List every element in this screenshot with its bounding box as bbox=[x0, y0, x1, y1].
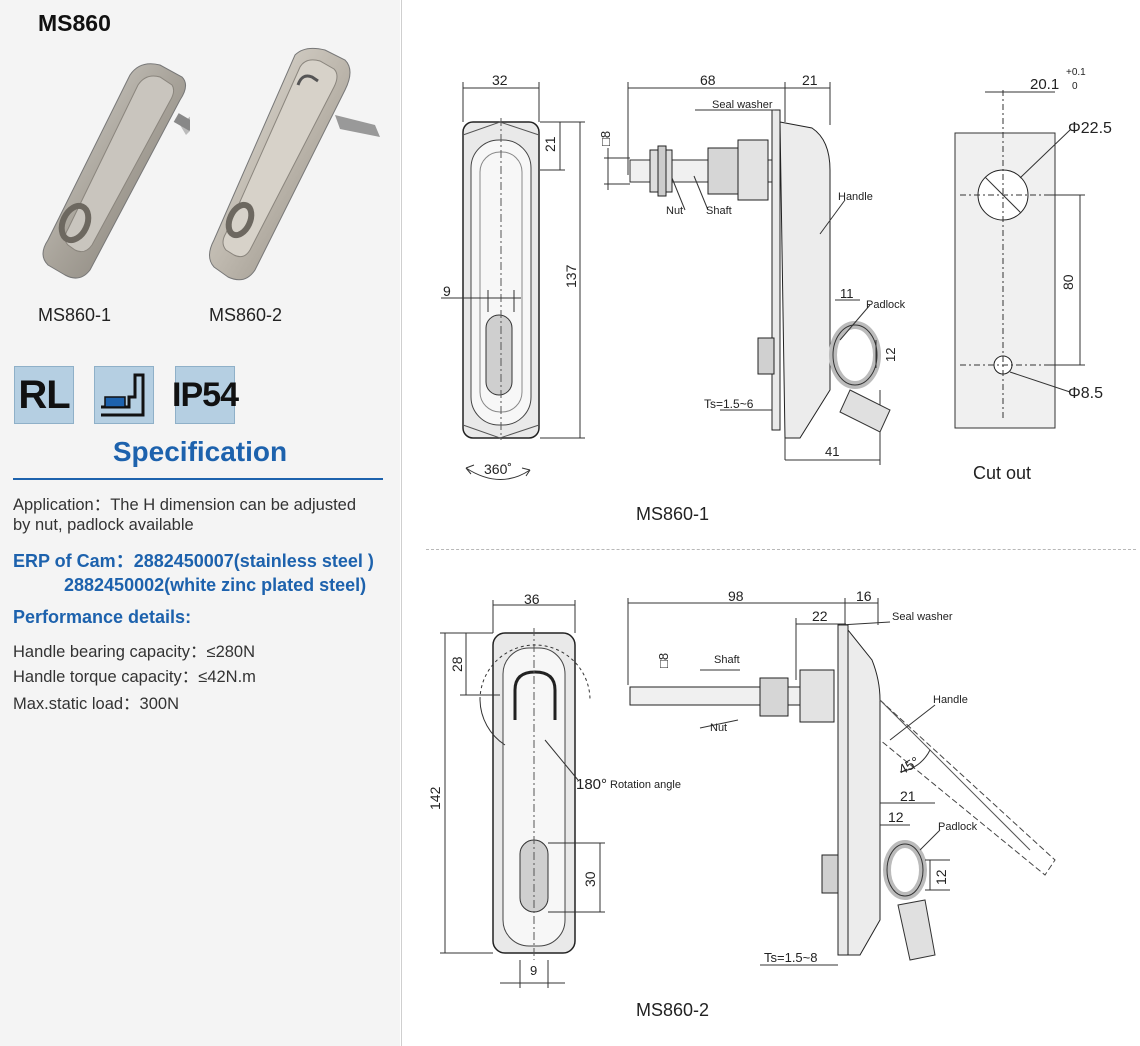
specification-rule bbox=[13, 478, 383, 480]
d1-rotation-label: 360˚ bbox=[484, 461, 512, 477]
cutout-caption: Cut out bbox=[973, 463, 1032, 483]
d2-d22-label: 22 bbox=[812, 608, 828, 624]
d2-seal-washer-label: Seal washer bbox=[892, 611, 953, 623]
d1-shaft-label: Shaft bbox=[706, 205, 732, 217]
d1-depth-label: 68 bbox=[700, 72, 716, 88]
panel-divider bbox=[401, 0, 402, 1046]
d1-top-label: 21 bbox=[542, 136, 558, 152]
ms860-1-drawing: 32 21 137 9 360˚ 68 21 □8 Seal washer Nu… bbox=[441, 67, 1112, 480]
d1-depth2-label: 21 bbox=[802, 72, 818, 88]
d2-shaft-label: Shaft bbox=[714, 654, 740, 666]
d1-padlock-label: Padlock bbox=[866, 299, 906, 311]
rl-badge: RL bbox=[14, 366, 74, 424]
d1-handle-label: Handle bbox=[838, 191, 873, 203]
d2-height-label: 142 bbox=[427, 786, 443, 810]
static-load: Max.static load：300N bbox=[13, 695, 179, 713]
d1-pad-width-label: 11 bbox=[840, 286, 854, 301]
ip54-badge: IP54 bbox=[172, 366, 239, 424]
ms860-1-photo bbox=[42, 63, 190, 279]
d2-rotation-label: 180° bbox=[576, 776, 607, 793]
application-line-1: Application：The H dimension can be adjus… bbox=[13, 496, 357, 514]
d2-rotation-caption: Rotation angle bbox=[610, 779, 681, 791]
spec-panel bbox=[0, 0, 400, 1046]
d2-handle-label: Handle bbox=[933, 694, 968, 706]
drawing-divider bbox=[426, 549, 1136, 550]
photo-label-ms860-1: MS860-1 bbox=[38, 305, 112, 325]
d1-pad-height-label: 12 bbox=[883, 348, 898, 362]
d1-nut-label: Nut bbox=[666, 205, 683, 217]
d2-depth2-label: 16 bbox=[856, 588, 872, 604]
d2-width-label: 36 bbox=[524, 591, 540, 607]
d2-top-label: 28 bbox=[449, 656, 465, 672]
d1-hole-big-label: Φ22.5 bbox=[1068, 120, 1112, 137]
performance-heading: Performance details: bbox=[13, 607, 192, 627]
ms860-2-caption: MS860-2 bbox=[636, 1000, 710, 1020]
d2-square-label: □8 bbox=[656, 653, 671, 668]
d1-slot-label: 9 bbox=[443, 283, 451, 299]
d1-spacing-label: 80 bbox=[1060, 274, 1076, 290]
d1-square-label: □8 bbox=[598, 131, 613, 146]
d2-depth-label: 98 bbox=[728, 588, 744, 604]
erp-line-1: ERP of Cam：2882450007(stainless steel ) bbox=[13, 551, 374, 571]
ms860-1-caption: MS860-1 bbox=[636, 504, 710, 524]
application-line-2: by nut, padlock available bbox=[13, 516, 194, 534]
d1-bottom-label: 41 bbox=[825, 444, 839, 459]
d2-slot-height-label: 30 bbox=[582, 871, 598, 887]
bearing-capacity: Handle bearing capacity：≤280N bbox=[13, 643, 256, 661]
specification-heading: Specification bbox=[112, 436, 288, 467]
d1-width-label: 32 bbox=[492, 72, 508, 88]
d1-hole-small-label: Φ8.5 bbox=[1068, 385, 1103, 402]
d1-seal-washer-label: Seal washer bbox=[712, 99, 773, 111]
d1-tol-low: 0 bbox=[1072, 81, 1078, 92]
d2-ts-label: Ts=1.5~8 bbox=[764, 950, 818, 965]
d2-slot-label: 9 bbox=[530, 963, 537, 978]
d2-d21-label: 21 bbox=[900, 788, 916, 804]
torque-capacity: Handle torque capacity：≤42N.m bbox=[13, 668, 256, 686]
d1-height-label: 137 bbox=[563, 264, 579, 288]
ms860-2-drawing: 36 28 142 30 9 180° Rotation angle 98 16… bbox=[427, 588, 1056, 988]
d2-padlock-label: Padlock bbox=[938, 821, 978, 833]
ms860-2-photo bbox=[209, 47, 380, 281]
model-title: MS860 bbox=[38, 10, 111, 36]
d1-cutout-offset-label: 20.1 bbox=[1030, 76, 1059, 93]
d2-angle-label: 45° bbox=[896, 753, 922, 777]
mounting-icon bbox=[94, 366, 154, 424]
d2-d12b-label: 12 bbox=[933, 869, 949, 885]
photo-label-ms860-2: MS860-2 bbox=[209, 305, 283, 325]
erp-line-2: 2882450002(white zinc plated steel) bbox=[64, 575, 367, 595]
d2-nut-label: Nut bbox=[710, 722, 727, 734]
d2-d12a-label: 12 bbox=[888, 809, 904, 825]
d1-tol-up: +0.1 bbox=[1066, 67, 1086, 78]
d1-ts-label: Ts=1.5~6 bbox=[704, 397, 754, 411]
